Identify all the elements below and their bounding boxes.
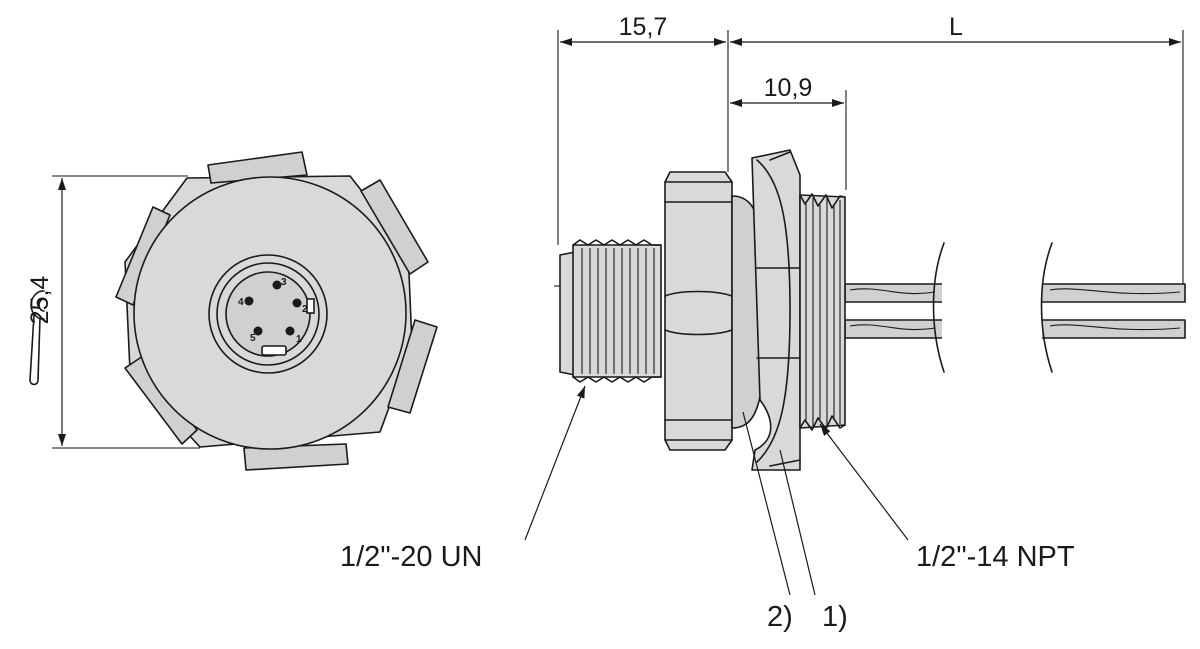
front-thread bbox=[554, 239, 662, 383]
pin-label-4: 4 bbox=[238, 297, 244, 308]
cable-length: L bbox=[949, 13, 963, 41]
seal-leader bbox=[742, 411, 791, 596]
gasket-tab bbox=[360, 179, 429, 275]
note-2-callout: 2) bbox=[767, 601, 793, 633]
gasket-tab bbox=[243, 443, 349, 471]
washer-leader bbox=[779, 449, 816, 596]
coding-key bbox=[261, 345, 287, 356]
pin-label-3: 3 bbox=[281, 277, 287, 288]
pin-1 bbox=[285, 326, 295, 336]
coding-notch bbox=[306, 298, 315, 314]
pin-label-1: 1 bbox=[296, 334, 302, 345]
rear-thread-leader bbox=[819, 423, 909, 541]
rear-thread-callout: 1/2"-14 NPT bbox=[916, 541, 1075, 573]
rear-thread bbox=[799, 193, 846, 431]
across-flats-dimension: 25,4 bbox=[26, 276, 54, 325]
pin-5 bbox=[253, 326, 263, 336]
gasket-tab bbox=[124, 355, 198, 445]
wrench-icon bbox=[29, 290, 45, 386]
cable bbox=[844, 240, 1186, 380]
hex-flange bbox=[664, 171, 733, 451]
side-view: 15,7 L 10,9 bbox=[524, 13, 1186, 596]
rear-thread-length: 10,9 bbox=[764, 74, 813, 102]
gasket-tab bbox=[387, 319, 438, 414]
lock-washer bbox=[751, 149, 801, 471]
gasket-tab bbox=[115, 206, 171, 306]
pin-label-2: 2 bbox=[302, 304, 308, 315]
note-1-callout: 1) bbox=[822, 601, 848, 633]
front-view: 1 2 3 4 5 25,4 bbox=[26, 151, 438, 471]
pin-2 bbox=[292, 298, 302, 308]
pin-4 bbox=[244, 296, 254, 306]
pin-label-5: 5 bbox=[250, 333, 256, 344]
pin-3 bbox=[272, 280, 282, 290]
gasket-tab bbox=[207, 151, 308, 184]
front-thread-leader bbox=[524, 385, 586, 541]
front-thread-length: 15,7 bbox=[619, 13, 668, 41]
front-thread-callout: 1/2"-20 UN bbox=[340, 541, 482, 573]
